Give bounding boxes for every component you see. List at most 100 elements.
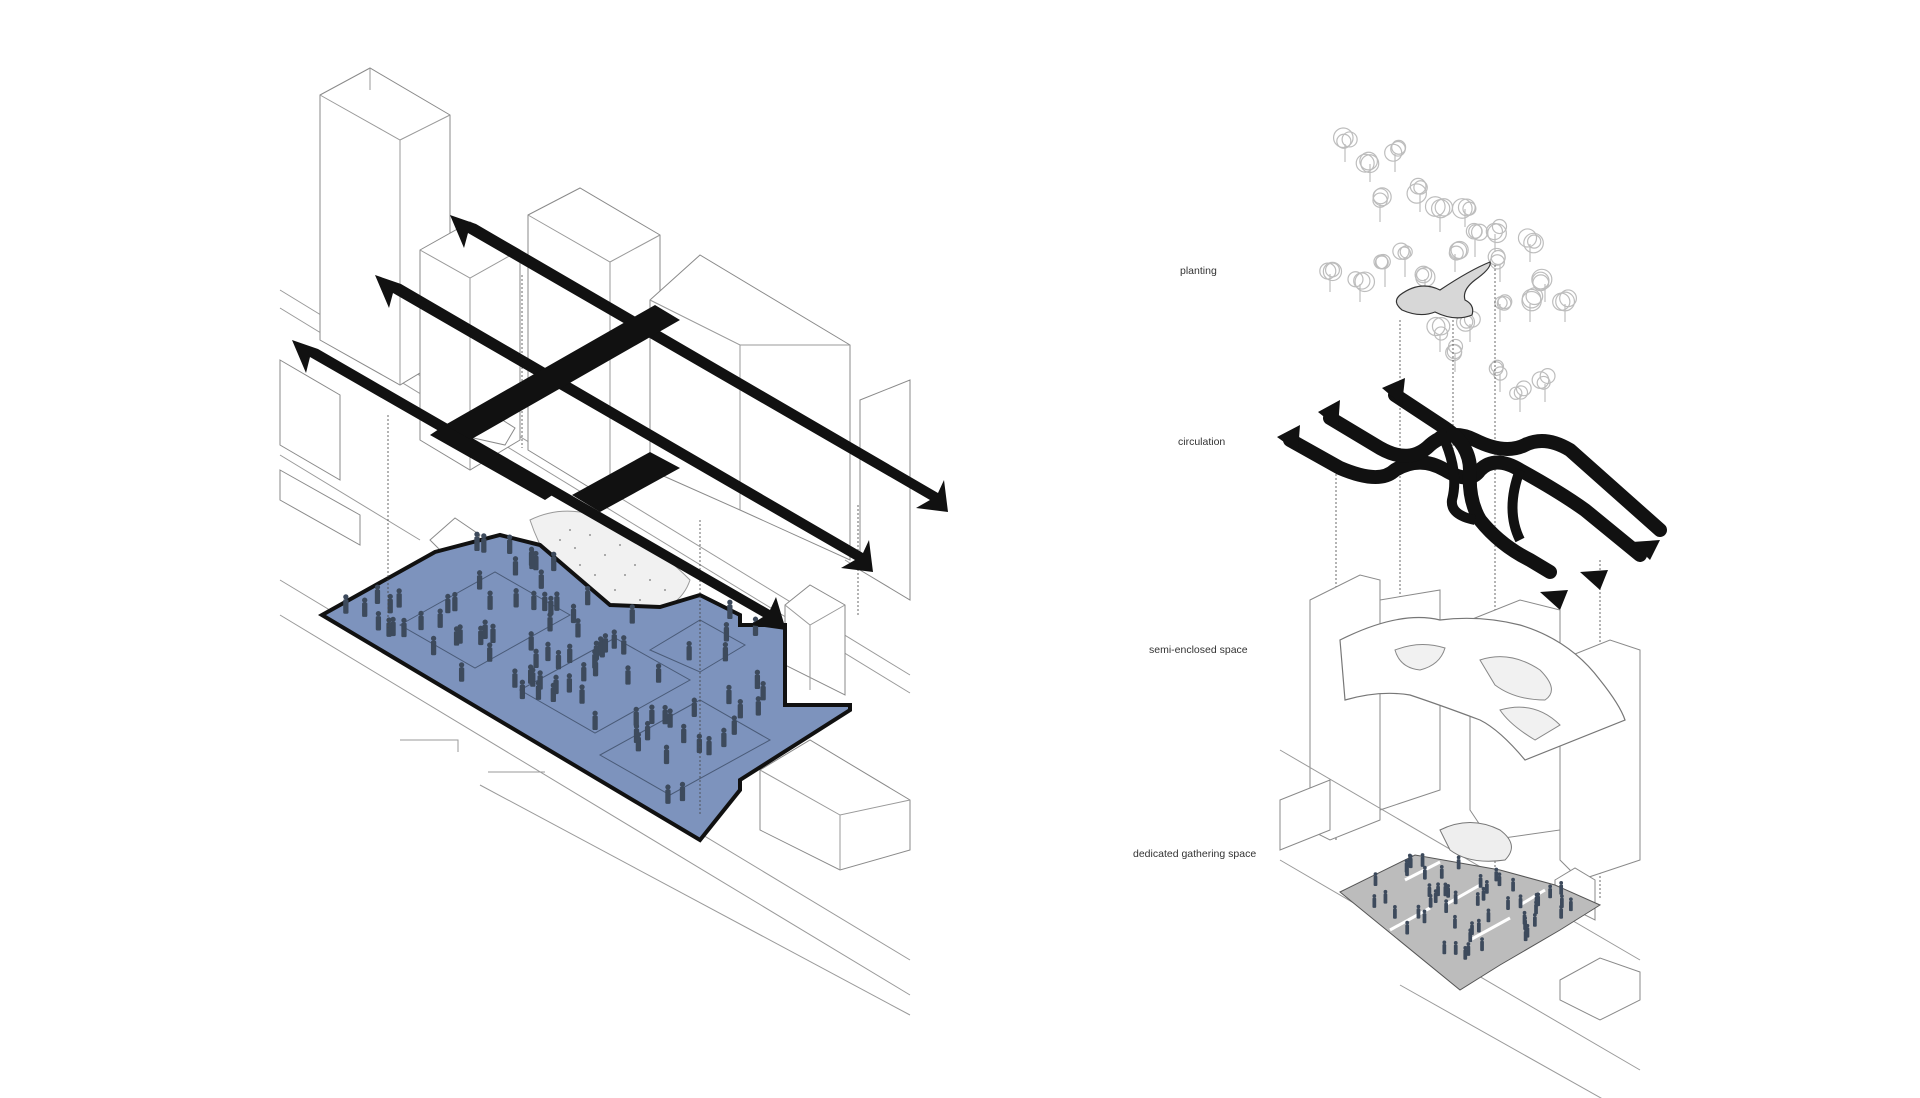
person-figure (645, 721, 650, 740)
person-figure (664, 745, 669, 764)
arrow-head (1580, 570, 1608, 590)
person-figure (612, 629, 617, 648)
person-figure (1485, 880, 1489, 894)
person-figure (1442, 940, 1446, 954)
person-figure (1463, 946, 1467, 960)
person-figure (537, 670, 542, 689)
person-figure (547, 612, 552, 631)
tree-icon (1427, 318, 1450, 352)
exploded-circulation (1277, 378, 1660, 610)
person-figure (553, 675, 558, 694)
planting-layer (1320, 128, 1577, 412)
layer-label-gathering: dedicated gathering space (1133, 848, 1256, 860)
tree-icon (1522, 288, 1543, 322)
tree-icon (1348, 272, 1374, 302)
base-building (1560, 958, 1640, 1020)
person-figure (531, 591, 536, 610)
person-figure (665, 784, 670, 803)
person-figure (732, 715, 737, 734)
tree-icon (1373, 188, 1391, 222)
person-figure (545, 642, 550, 661)
person-figure (603, 633, 608, 652)
low-building-left (280, 360, 340, 480)
layer-label-semi-enclosed: semi-enclosed space (1149, 644, 1248, 656)
tree-icon (1374, 254, 1390, 287)
person-figure (445, 594, 450, 613)
person-figure (401, 618, 406, 637)
person-figure (1405, 921, 1409, 935)
person-figure (1393, 905, 1397, 919)
person-figure (753, 617, 758, 636)
person-figure (592, 711, 597, 730)
person-figure (1482, 887, 1486, 901)
person-figure (512, 668, 517, 687)
person-figure (681, 724, 686, 743)
person-figure (513, 556, 518, 575)
person-figure (687, 641, 692, 660)
exploded-axonometric: planting circulation semi-enclosed space… (1133, 128, 1660, 1098)
layer-label-circulation: circulation (1178, 436, 1225, 448)
person-figure (1440, 865, 1444, 879)
person-figure (431, 636, 436, 655)
person-figure (634, 707, 639, 726)
person-figure (1476, 892, 1480, 906)
person-figure (386, 617, 391, 636)
person-figure (487, 590, 492, 609)
tree-icon (1407, 178, 1427, 212)
person-figure (1429, 894, 1433, 908)
person-figure (1384, 890, 1388, 904)
arrow-head (1277, 425, 1300, 452)
person-figure (1372, 894, 1376, 908)
person-figure (375, 585, 380, 604)
person-figure (513, 588, 518, 607)
large-building (650, 255, 850, 560)
person-figure (1560, 894, 1564, 908)
layer-label-planting: planting (1180, 265, 1217, 277)
person-figure (1480, 937, 1484, 951)
person-figure (724, 622, 729, 641)
person-figure (438, 608, 443, 627)
person-figure (1444, 882, 1448, 896)
person-figure (507, 534, 512, 553)
tree-icon (1334, 128, 1358, 162)
low-building-left2 (280, 470, 360, 545)
person-figure (520, 680, 525, 699)
person-figure (634, 724, 639, 743)
person-figure (571, 604, 576, 623)
person-figure (738, 699, 743, 718)
person-figure (593, 657, 598, 676)
person-figure (581, 662, 586, 681)
person-figure (1417, 905, 1421, 919)
person-figure (1533, 913, 1537, 927)
tree-icon (1446, 339, 1463, 372)
person-figure (567, 644, 572, 663)
person-figure (625, 665, 630, 684)
person-figure (1374, 872, 1378, 886)
base-building (1280, 780, 1330, 850)
person-figure (459, 662, 464, 681)
person-figure (490, 624, 495, 643)
person-figure (621, 635, 626, 654)
person-figure (1453, 915, 1457, 929)
person-figure (418, 611, 423, 630)
person-figure (362, 597, 367, 616)
tree-icon (1510, 381, 1531, 412)
person-figure (477, 570, 482, 589)
tree-icon (1393, 243, 1412, 277)
person-figure (1454, 941, 1458, 955)
person-figure (554, 591, 559, 610)
person-figure (528, 664, 533, 683)
person-figure (1477, 919, 1481, 933)
person-figure (692, 698, 697, 717)
person-figure (1457, 856, 1461, 870)
circulation-path (1395, 395, 1550, 572)
tree-icon (1488, 248, 1505, 282)
person-figure (1487, 908, 1491, 922)
person-figure (579, 684, 584, 703)
tree-icon (1466, 223, 1487, 257)
person-figure (1524, 927, 1528, 941)
person-figure (630, 604, 635, 623)
tree-icon (1489, 360, 1507, 392)
